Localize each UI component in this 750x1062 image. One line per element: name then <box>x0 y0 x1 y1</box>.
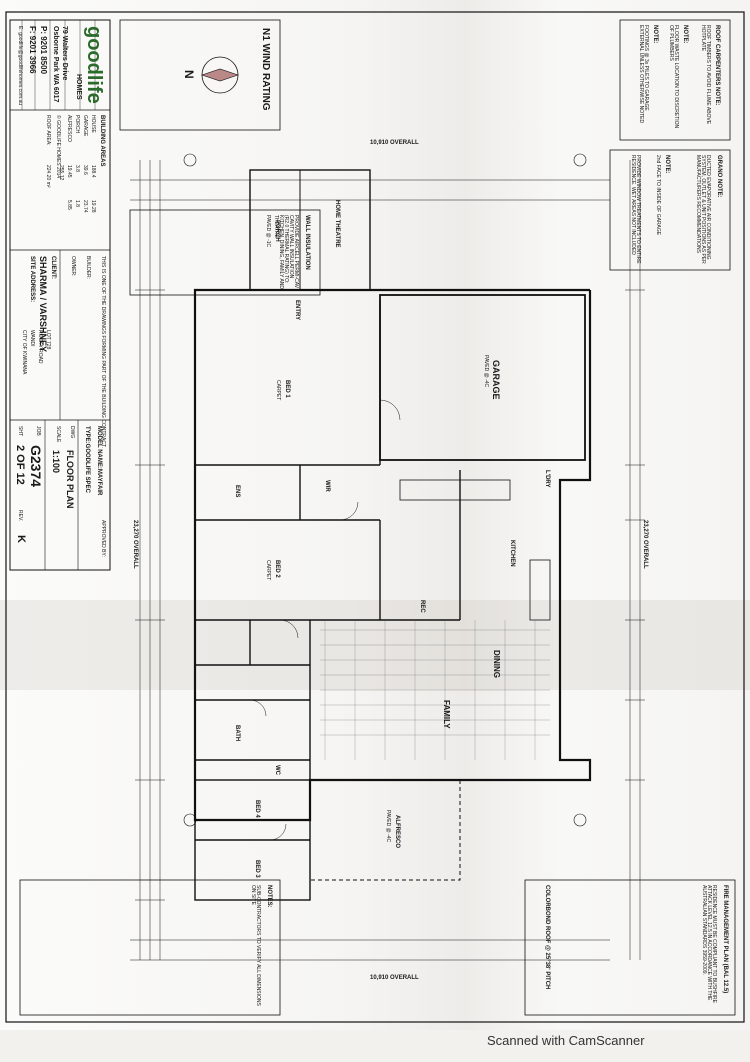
overall-dim-bottom: 23,270 OVERALL <box>132 520 138 569</box>
area-row-value: 3.8 <box>74 165 80 172</box>
room-bed3: BED 3 <box>254 860 260 878</box>
job-number: G2374 <box>28 445 44 488</box>
north-arrow-icon: N <box>182 70 196 79</box>
notes-title: NOTES: <box>266 885 272 908</box>
note1-title: NOTE: <box>682 25 688 44</box>
room-alfresco: ALFRESCO <box>394 815 400 848</box>
sheet-number: 2 OF 12 <box>14 445 26 485</box>
ducted-body: DUCTED EVAPORATIVE AIR CONDITIONING SYST… <box>695 155 711 264</box>
approved-by: APPROVED BY: <box>100 520 106 557</box>
area-row-value: 1.8 <box>74 200 80 207</box>
room-family: FAMILY <box>442 700 451 729</box>
company-fax: F: 9201 3966 <box>28 26 37 74</box>
area-row-value: 39.6 <box>82 165 88 175</box>
room-entry: ENTRY <box>294 300 300 321</box>
room-bed4: BED 4 <box>254 800 260 818</box>
room-laundry: L'DRY <box>544 470 550 488</box>
room-garage: GARAGE <box>491 360 501 400</box>
colorbond-note: COLORBOND ROOF @ 25°38' PITCH <box>544 885 550 990</box>
builder-label: BUILDER: <box>85 256 91 280</box>
roof-area-label: ROOF AREA: <box>45 115 51 146</box>
room-bed1: BED 1 <box>284 380 290 398</box>
company-email: E: goodlife@goodlifehomes.com.au <box>17 26 23 106</box>
wind-rating: N1 WIND RATING <box>260 28 271 111</box>
area-row-value: 5.85 <box>66 200 72 210</box>
company-address-2: Osborne Park WA 6017 <box>52 26 59 103</box>
floor-plan-lines <box>5 11 745 1023</box>
room-bath: BATH <box>234 725 240 742</box>
area-row-value: 23.74 <box>82 200 88 213</box>
area-row-name: PORCH <box>74 115 80 134</box>
area-row-value: 19.28 <box>90 200 96 213</box>
grano-title: GRANO NOTE: <box>716 155 722 198</box>
roof-carpenter-title: ROOF CARPENTERS NOTE: <box>714 25 720 106</box>
note3-body: 2nd FACE TO INSIDE OF GARAGE <box>655 155 661 236</box>
company-phone: P: 9201 8500 <box>39 26 48 75</box>
room-wir: WIR <box>324 480 330 492</box>
room-bed2-carpet: CARPET <box>265 560 271 581</box>
room-kitchen: KITCHEN <box>509 540 515 567</box>
client-label: CLIENT: <box>50 256 56 279</box>
job-label: JOB <box>35 426 41 436</box>
fire-body: RESIDENCE MUST BE COMPLIANT TO BUSHFIRE … <box>701 885 717 1003</box>
site-lot: LOT 728 <box>45 330 51 350</box>
room-rec: REC <box>419 600 425 613</box>
area-row-name: HOUSE <box>90 115 96 133</box>
wall-insulation-body: PROVIDE AIRCELL PERMI-CAV CAVITY WALL IN… <box>273 215 299 289</box>
company-brand: goodlife <box>83 26 105 104</box>
overall-dim-left: 10,910 OVERALL <box>370 140 419 146</box>
overall-dim-right: 10,910 OVERALL <box>370 975 419 981</box>
areas-title: BUILDING AREAS <box>99 115 105 167</box>
area-row-value: 188.4 <box>90 165 96 178</box>
note2-body: FOOTINGS @ 3x PILES TO GARAGE EXTERNAL U… <box>638 25 649 124</box>
area-row-name: ALFRESCO <box>66 115 72 142</box>
dwg-label: DWG <box>69 426 75 439</box>
site-suburb: WANDI <box>29 330 35 347</box>
area-total: 255.12 <box>58 165 64 181</box>
model-name: MODEL NAME:MAYFAIR <box>96 426 102 496</box>
contract-note: THIS IS ONE OF THE DRAWINGS FORMING PART… <box>100 256 106 448</box>
sheet-label: SHT <box>17 426 23 436</box>
owner-label: OWNER: <box>70 256 76 277</box>
room-bed1-carpet: CARPET <box>275 380 281 401</box>
scale-label: SCALE <box>55 426 61 443</box>
model-type: TYPE:GOODLIFE SPEC <box>84 426 90 494</box>
roof-carpenter-body: ROOF TIMBERS TO AVOID FLUME ABOVE HOTPLA… <box>700 25 711 125</box>
roof-area-value: 224.20 m² <box>45 165 51 188</box>
room-bed2: BED 2 <box>274 560 280 578</box>
notes-body: SUB-CONTRACTORS TO VERIFY ALL DIMENSIONS… <box>250 885 261 1006</box>
rev-value: K <box>15 535 27 543</box>
room-theatre: HOME THEATRE <box>334 200 340 248</box>
room-porch-paving: PAVED @ -1C <box>265 215 271 248</box>
note3-title: NOTE: <box>664 155 670 174</box>
area-row-name: GARAGE <box>82 115 88 137</box>
window-note: PROVIDE WINDOW TREATMENTS TO ENTIRE RESI… <box>630 155 641 264</box>
room-dining: DINING <box>492 650 501 678</box>
fire-title: FIRE MANAGEMENT PLAN (BAL 12.5) <box>722 885 728 994</box>
note1-body: FLOOR WASTE LOCATION TO DISCRETION OF PL… <box>668 25 679 129</box>
room-garage-paving: PAVED @ -4C <box>483 355 489 388</box>
company-brand-sub: HOMES <box>75 74 82 100</box>
note2-title: NOTE: <box>652 25 658 44</box>
scanner-watermark: Scanned with CamScanner <box>487 1033 645 1048</box>
room-wc: WC <box>274 765 280 775</box>
area-row-value: 19.45 <box>66 165 72 178</box>
floor-plan-drawing: goodlife HOMES 79 Walters Drive Osborne … <box>5 11 745 1023</box>
wall-insulation-title: WALL INSULATION <box>304 215 310 270</box>
overall-dim-top: 23,270 OVERALL <box>642 520 648 569</box>
site-address-label: SITE ADDRESS: <box>29 256 35 303</box>
scale-value: 1:100 <box>51 450 61 474</box>
site-street: ROCKY ROAD <box>37 330 43 364</box>
room-ens: ENS <box>234 485 240 498</box>
room-alfresco-paving: PAVED @ -4C <box>385 810 391 843</box>
site-council: CITY OF KWINANA <box>21 330 27 375</box>
company-address-1: 79 Walters Drive <box>61 26 68 81</box>
rev-label: REV. <box>17 510 23 522</box>
dwg-value: FLOOR PLAN <box>65 450 75 509</box>
drawing-sheet: goodlife HOMES 79 Walters Drive Osborne … <box>0 0 750 1030</box>
